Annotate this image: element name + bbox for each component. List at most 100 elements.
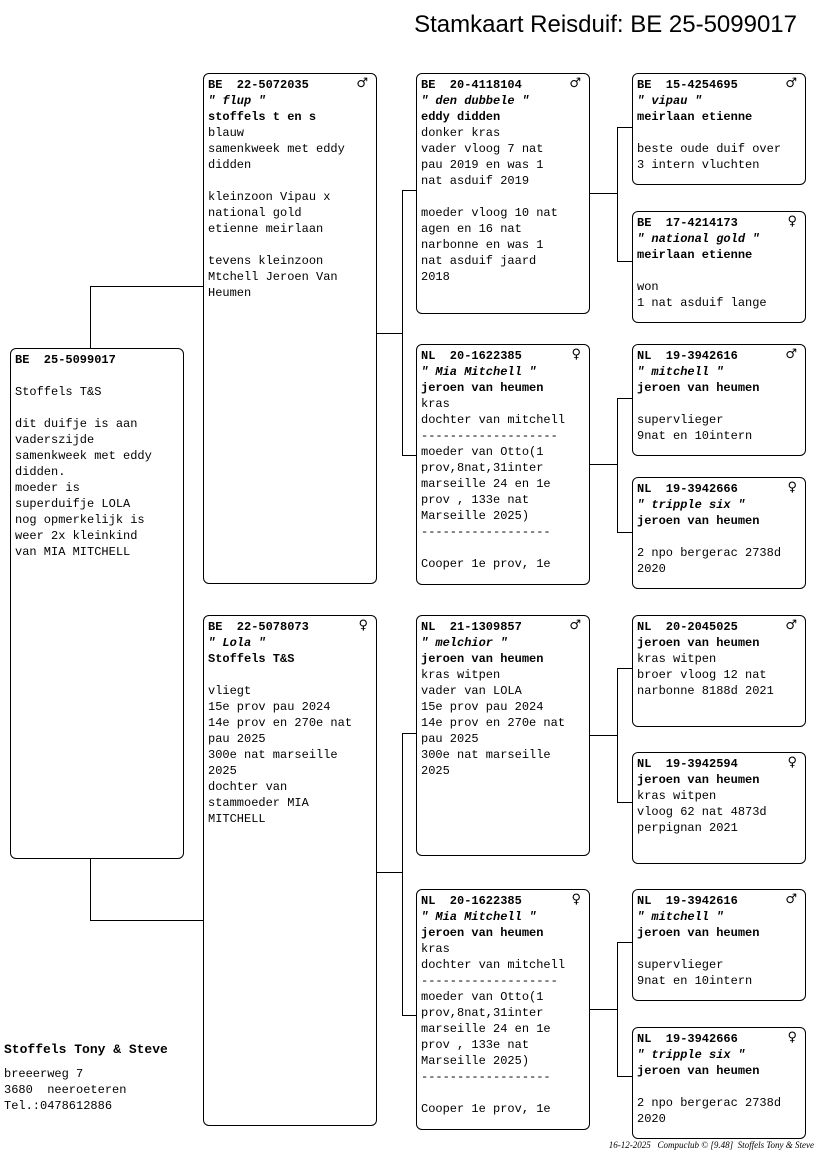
connector-line — [402, 455, 417, 456]
note-line: dochter van mitchell — [421, 413, 566, 427]
note-line: prov , 133e nat — [421, 493, 530, 507]
owner-name: meirlaan etienne — [637, 110, 753, 124]
connector-line — [402, 190, 417, 191]
note-line: moeder van Otto(1 — [421, 990, 544, 1004]
connector-line — [589, 193, 617, 194]
note-line: kras — [421, 397, 450, 411]
pigeon-name: " flup " — [208, 94, 266, 108]
connector-line — [589, 1009, 617, 1010]
note-line: etienne meirlaan — [208, 222, 324, 236]
note-line: broer vloog 12 nat — [637, 668, 767, 682]
page-title: Stamkaart Reisduif: BE 25-5099017 — [414, 11, 797, 38]
note-line: national gold — [208, 206, 302, 220]
note-line: ------------------- — [421, 429, 558, 443]
note-line: narbonne 8188d 2021 — [637, 684, 774, 698]
connector-line — [617, 942, 633, 943]
connector-line — [617, 127, 618, 261]
note-line: marseille 24 en 1e — [421, 1022, 551, 1036]
note-line: 14e prov en 270e nat — [421, 716, 566, 730]
note-line: ------------------ — [421, 1070, 551, 1084]
connector-line — [617, 261, 633, 262]
pigeon-name: " Mia Mitchell " — [421, 365, 537, 379]
pedigree-card-maternal-grandmother[interactable]: NL 20-1622385♀" Mia Mitchell "jeroen van… — [416, 889, 590, 1130]
note-line: 15e prov pau 2024 — [208, 700, 331, 714]
owner-name: eddy didden — [421, 110, 501, 124]
owner-name: jeroen van heumen — [421, 652, 544, 666]
pedigree-card-ff-mother[interactable]: BE 17-4214173♀" national gold "meirlaan … — [632, 211, 806, 323]
male-icon: ♂ — [785, 892, 797, 907]
note-line: Cooper 1e prov, 1e — [421, 1102, 551, 1116]
note-line: Marseille 2025) — [421, 1054, 530, 1068]
connector-line — [376, 333, 402, 334]
ring-number: BE 22-5072035 — [208, 78, 309, 92]
connector-line — [402, 1015, 417, 1016]
note-line: pau 2025 — [421, 732, 479, 746]
male-icon: ♂ — [785, 76, 797, 91]
breeder-phone: Tel.:0478612886 — [4, 1099, 113, 1113]
connector-line — [617, 398, 633, 399]
pedigree-card-fm-mother[interactable]: NL 19-3942666♀" tripple six "jeroen van … — [632, 477, 806, 589]
pigeon-name: " Mia Mitchell " — [421, 910, 537, 924]
pigeon-name: " national gold " — [637, 232, 760, 246]
note-line: 300e nat marseille — [208, 748, 338, 762]
note-line: pau 2025 — [208, 732, 266, 746]
note-line: dochter van — [208, 780, 288, 794]
note-line: marseille 24 en 1e — [421, 477, 551, 491]
note-line: vader vloog 7 nat — [421, 142, 544, 156]
owner-name: jeroen van heumen — [637, 514, 760, 528]
note-line: 2 npo bergerac 2738d — [637, 1096, 782, 1110]
connector-line — [617, 127, 633, 128]
connector-line — [90, 858, 91, 920]
owner-name: jeroen van heumen — [637, 1064, 760, 1078]
note-line: 9nat en 10intern — [637, 974, 753, 988]
note-line: vaderszijde — [15, 433, 95, 447]
note-line — [15, 368, 179, 384]
pedigree-card-paternal-grandfather[interactable]: BE 20-4118104♂" den dubbele "eddy didden… — [416, 73, 590, 314]
note-line: weer 2x kleinkind — [15, 529, 138, 543]
note-line: didden — [208, 158, 252, 172]
pedigree-card-mm-father[interactable]: NL 19-3942616♂" mitchell "jeroen van heu… — [632, 889, 806, 1001]
ring-number: NL 19-3942616 — [637, 349, 738, 363]
connector-line — [617, 532, 633, 533]
note-line: supervlieger — [637, 958, 724, 972]
note-line — [637, 263, 801, 279]
pedigree-card-maternal-grandfather[interactable]: NL 21-1309857♂" melchior "jeroen van heu… — [416, 615, 590, 856]
note-line: 15e prov pau 2024 — [421, 700, 544, 714]
note-line: nat asduif 2019 — [421, 174, 530, 188]
note-line — [421, 1085, 585, 1101]
note-line: kleinzoon Vipau x — [208, 190, 331, 204]
pedigree-card-fm-father[interactable]: NL 19-3942616♂" mitchell "jeroen van heu… — [632, 344, 806, 456]
ring-number: BE 25-5099017 — [15, 353, 116, 367]
note-line: vloog 62 nat 4873d — [637, 805, 767, 819]
pedigree-card-mm-mother[interactable]: NL 19-3942666♀" tripple six "jeroen van … — [632, 1027, 806, 1139]
pigeon-name: " tripple six " — [637, 498, 746, 512]
pigeon-name: " mitchell " — [637, 365, 724, 379]
owner-name: jeroen van heumen — [637, 636, 760, 650]
note-line: samenkweek met eddy — [15, 449, 152, 463]
note-line: won — [637, 280, 659, 294]
owner-name: jeroen van heumen — [637, 926, 760, 940]
note-line: stammoeder MIA — [208, 796, 309, 810]
note-line: moeder is — [15, 481, 80, 495]
note-line: prov,8nat,31inter — [421, 1006, 544, 1020]
pedigree-card-paternal-grandmother[interactable]: NL 20-1622385♀" Mia Mitchell "jeroen van… — [416, 344, 590, 585]
connector-line — [617, 668, 618, 802]
breeder-name: Stoffels Tony & Steve — [4, 1042, 168, 1057]
owner-name: jeroen van heumen — [421, 381, 544, 395]
note-line — [15, 400, 179, 416]
note-line: dochter van mitchell — [421, 958, 566, 972]
female-icon: ♀ — [358, 618, 368, 633]
